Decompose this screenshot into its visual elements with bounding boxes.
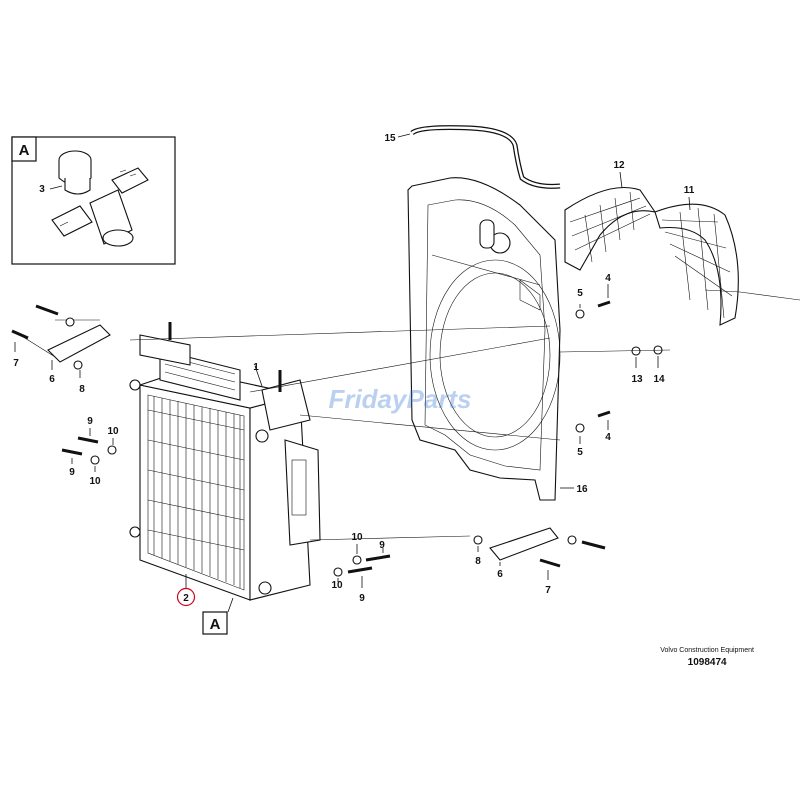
callout-13: 13: [631, 374, 643, 385]
view-marker-a: A: [202, 611, 228, 635]
callout-3: 3: [39, 184, 45, 195]
callout-4-upper: 4: [605, 273, 611, 284]
callout-7-left: 7: [13, 358, 19, 369]
callout-10-left-lower: 10: [89, 476, 101, 487]
fitting-illustration: [51, 150, 149, 247]
callout-10-left-upper: 10: [107, 426, 119, 437]
hardware-13-14: 13 14: [559, 345, 671, 385]
callout-6-left: 6: [49, 374, 55, 385]
bolts-lower-mid: 10 9 10 9: [331, 532, 391, 604]
hardware-right-upper: 5 4: [575, 273, 611, 319]
detail-a-inset: A 3: [11, 136, 176, 265]
callout-15: 15: [384, 133, 396, 144]
callout-1: 1: [253, 362, 259, 373]
callout-6-right: 6: [497, 569, 503, 580]
bracket-upper-left: 7 6 8: [11, 304, 111, 395]
callout-4-lower: 4: [605, 432, 611, 443]
detail-a-label: A: [19, 142, 30, 159]
assembly-lines: [19, 319, 561, 541]
callout-9-left-upper: 9: [87, 416, 93, 427]
callout-16: 16: [576, 484, 588, 495]
hardware-right-lower: 5 4: [575, 410, 611, 458]
callout-11: 11: [684, 185, 695, 196]
callout-9-mid-lower: 9: [359, 593, 365, 604]
watermark-text: FridayParts: [328, 384, 471, 414]
radiator-2: 1 2: [129, 322, 321, 613]
callout-2: 2: [183, 593, 189, 604]
drawing-number: 1098474: [687, 657, 727, 668]
bracket-lower-right: 8 6 7: [473, 527, 606, 596]
fan-guard-12: 12: [564, 160, 657, 271]
highlight-circle: [176, 587, 196, 607]
callout-14: 14: [653, 374, 665, 385]
bolts-left-mid: 9 10 9 10: [61, 416, 119, 487]
callout-10-mid-upper: 10: [351, 532, 363, 543]
radiator-fins: [147, 396, 245, 588]
callout-8-left: 8: [79, 384, 85, 395]
hose-15: 15: [384, 125, 561, 189]
fan-guard-11: 11: [654, 185, 800, 326]
callout-9-left-lower: 9: [69, 467, 75, 478]
callout-12: 12: [613, 160, 625, 171]
callout-9-mid-upper: 9: [379, 540, 385, 551]
drawing-footer: Volvo Construction Equipment 1098474: [660, 647, 754, 668]
callout-5-upper: 5: [577, 288, 583, 299]
callout-7-right: 7: [545, 585, 551, 596]
callout-10-mid-lower: 10: [331, 580, 343, 591]
fan-shroud-16: 16: [407, 177, 588, 501]
callout-8-right: 8: [475, 556, 481, 567]
callout-5-lower: 5: [577, 447, 583, 458]
view-marker-label: A: [210, 616, 221, 633]
maker-label: Volvo Construction Equipment: [660, 647, 754, 654]
